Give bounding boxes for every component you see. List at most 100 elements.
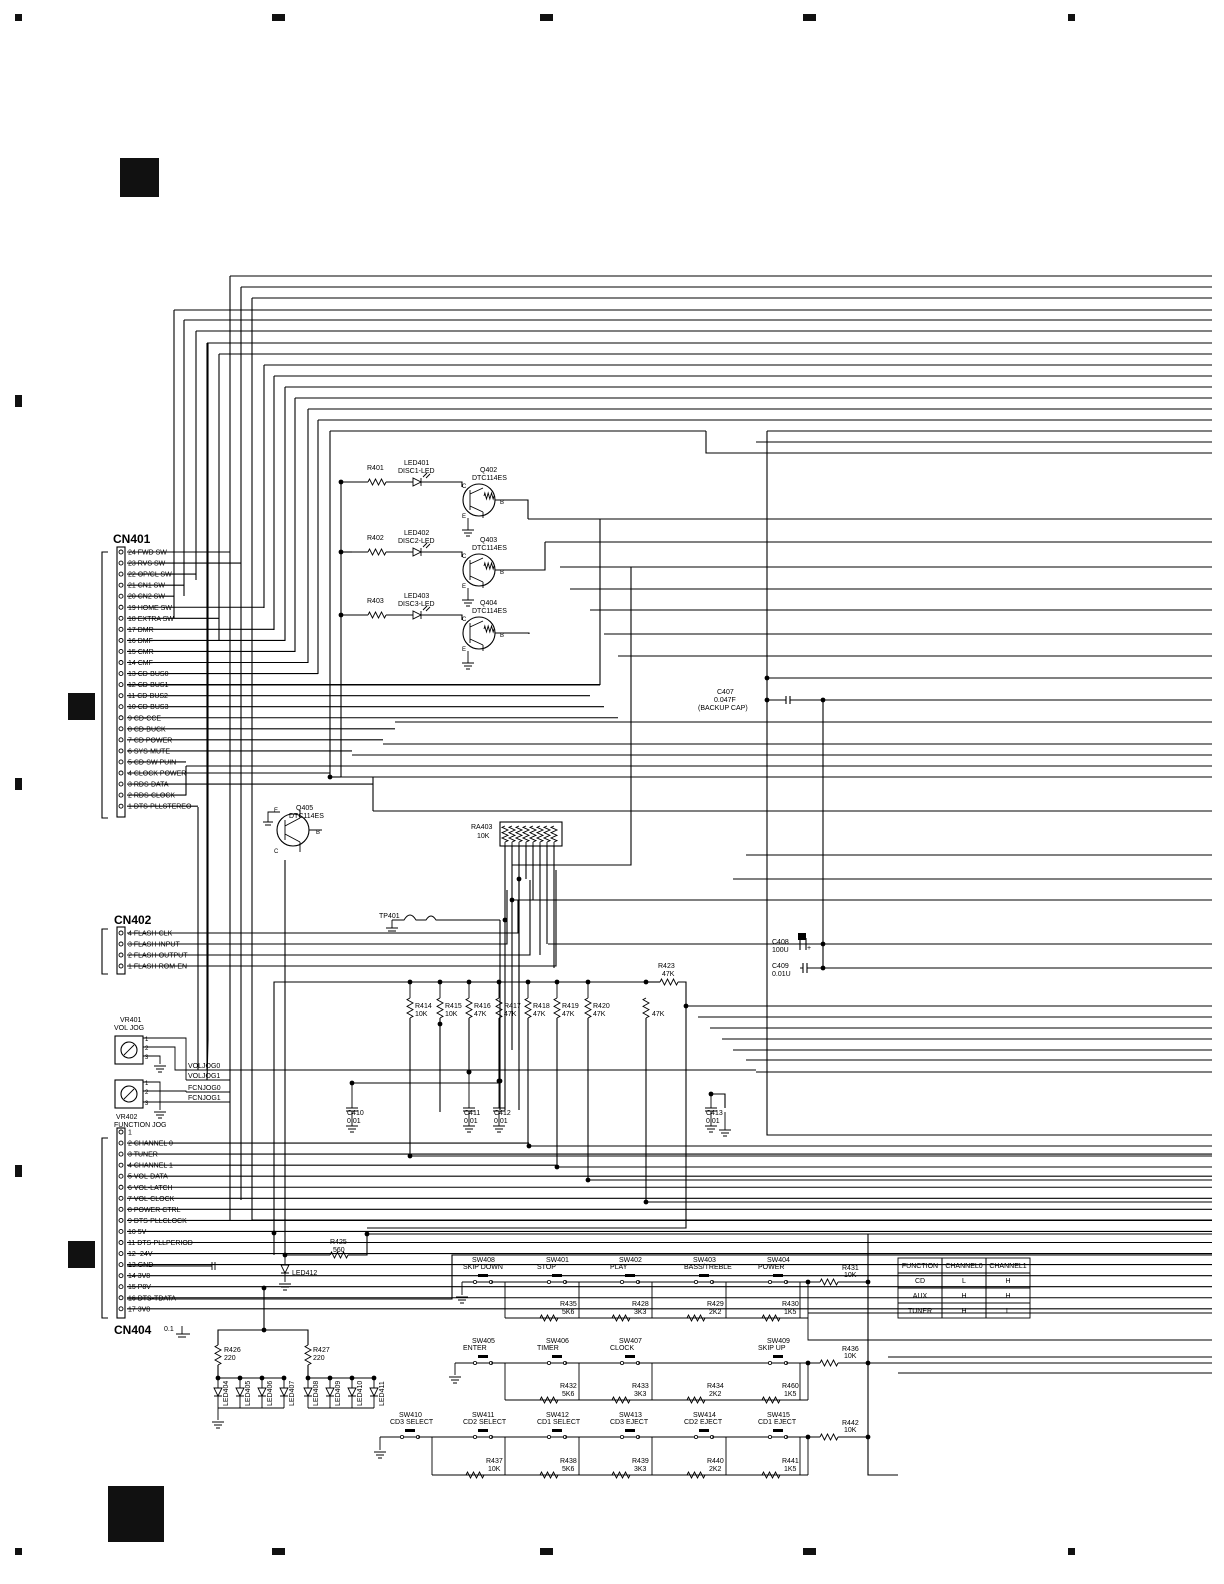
r425-label: R425 — [330, 1239, 347, 1246]
switch-label: CD3 SELECT — [390, 1419, 434, 1426]
bank-resistor-label: R418 — [533, 1003, 550, 1010]
switch-label: SKIP DOWN — [463, 1264, 503, 1271]
cn401-pin-label: 11 CD-BUS2 — [128, 693, 168, 700]
ladder-resistor-label: R432 — [560, 1383, 577, 1390]
side-block-2 — [68, 1241, 95, 1268]
svg-text:C: C — [274, 849, 279, 855]
q405-transistor: Q405 DTC114ES E C B — [263, 805, 324, 855]
svg-text:B: B — [500, 500, 504, 506]
cn401-pin-label: 3 RDS-DATA — [128, 782, 169, 789]
led-label: LED402 — [404, 530, 429, 537]
cn401-pin-label: 15 CMR — [128, 649, 154, 656]
cn401-pin-label: 12 CD-BUS1 — [128, 682, 169, 689]
end-resistor-label: R431 — [842, 1265, 859, 1272]
switch-ref: SW412 — [546, 1412, 569, 1419]
ladder-resistor-value: 2K2 — [709, 1309, 722, 1316]
cn402-pin-label: 2 FLASH-OUTPUT — [128, 953, 188, 960]
c408-label: C408 — [772, 939, 789, 946]
ladder-resistor-value: 5K6 — [562, 1391, 575, 1398]
vr402-desc: FUNCTION JOG — [114, 1122, 167, 1129]
corner-block-top — [120, 158, 159, 197]
side-block-1 — [68, 693, 95, 720]
ladder-resistor-label: R429 — [707, 1301, 724, 1308]
disc-led-drivers: R401LED401DISC1-LEDCEBQ402DTC114ESR402LE… — [330, 460, 546, 778]
svg-text:3: 3 — [145, 1101, 149, 1107]
ladder-resistor-value: 3K3 — [634, 1466, 647, 1473]
ladder-resistor-label: R460 — [782, 1383, 799, 1390]
switch-ref: SW411 — [472, 1412, 495, 1419]
led-group-label: LED408 — [313, 1381, 320, 1406]
r426-value: 220 — [224, 1355, 236, 1362]
cn401-pin-label: 24 FWD SW — [128, 550, 167, 557]
table-header: CHANNEL0 — [945, 1263, 982, 1270]
led-label: LED403 — [404, 593, 429, 600]
svg-text:B: B — [500, 570, 504, 576]
switch-label: POWER — [758, 1264, 784, 1271]
cn402-pin-label: 4 FLASH-CLK — [128, 931, 173, 938]
cn401-pin-label: 6 SYS-MUTE — [128, 748, 170, 755]
switch-ref: SW409 — [767, 1338, 790, 1345]
cn404-pin-label: 3 TUNER — [128, 1152, 158, 1159]
cn402-label: CN402 — [114, 913, 152, 927]
switch-ref: SW403 — [693, 1257, 716, 1264]
registration-marks — [15, 14, 1075, 1555]
cn401-pin-label: 20 CN2 SW — [128, 594, 165, 601]
svg-text:C: C — [462, 484, 467, 490]
table-cell: L — [962, 1278, 966, 1285]
led-group-label: LED405 — [245, 1381, 252, 1406]
switch-ref: SW402 — [619, 1257, 642, 1264]
svg-text:1: 1 — [145, 1081, 149, 1087]
ladder-resistor-value: 1K5 — [784, 1391, 797, 1398]
cn404-note: 0.1 — [164, 1326, 174, 1333]
table-cell: H — [961, 1293, 966, 1300]
ladder-resistor-value: 2K2 — [709, 1391, 722, 1398]
cn401-pin-label: 8 CD-BUCK — [128, 726, 166, 733]
c407-value: 0.047F — [714, 697, 736, 704]
switch-ref: SW407 — [619, 1338, 642, 1345]
table-cell: H — [961, 1308, 966, 1315]
switch-ref: SW410 — [399, 1412, 422, 1419]
cn401-pin-label: 10 CD-BUS3 — [128, 704, 169, 711]
switch-label: PLAY — [610, 1264, 628, 1271]
cn401-pin-label: 14 CMF — [128, 660, 153, 667]
cn401-pin-label: 9 CD-CCE — [128, 715, 161, 722]
ladder-resistor-label: R440 — [707, 1458, 724, 1465]
pullup-resistor-bank: R41410KR41510KR41647KR41747KR41847KR4194… — [406, 979, 646, 1183]
cn401-pin-label: 17 DMR — [128, 627, 154, 634]
signal-bus-lines — [127, 275, 1212, 1476]
ladder-resistor-label: R439 — [632, 1458, 649, 1465]
svg-text:B: B — [500, 633, 504, 639]
ra403-value: 10K — [477, 833, 490, 840]
ladder-resistor-value: 5K6 — [562, 1466, 575, 1473]
end-resistor-value: 10K — [844, 1427, 857, 1434]
vr401-desc: VOL JOG — [114, 1025, 144, 1032]
bank-resistor-label: R416 — [474, 1003, 491, 1010]
bank-resistor-label: R414 — [415, 1003, 432, 1010]
bank-resistor-label: R415 — [445, 1003, 462, 1010]
jog-net-label: FCNJOG1 — [188, 1095, 221, 1102]
switch-label: CD3 EJECT — [610, 1419, 649, 1426]
table-cell: L — [1006, 1308, 1010, 1315]
cn401-pin-label: 1 DTS-PLLSTEREO — [128, 804, 192, 811]
cn401-pin-label: 18 EXTRA SW — [128, 616, 174, 623]
end-resistor-value: 10K — [844, 1353, 857, 1360]
switch-label: CD1 EJECT — [758, 1419, 797, 1426]
c411-label: C411 — [464, 1110, 480, 1117]
switch-label: SKIP UP — [758, 1345, 786, 1352]
vr402-label: VR402 — [116, 1114, 138, 1121]
ladder-resistor-value: 10K — [488, 1466, 501, 1473]
jog-potentiometers: VR401 VOL JOG VR402 FUNCTION JOG VOLJOG0… — [114, 1017, 230, 1129]
c412-value: 0.01 — [494, 1118, 508, 1125]
table-header: FUNCTION — [902, 1263, 938, 1270]
cn401-pin-label: 4 CLOCK POWER — [128, 771, 186, 778]
ladder-resistor-label: R441 — [782, 1458, 799, 1465]
svg-text:3: 3 — [145, 1055, 149, 1061]
tp401-test-point: TP401 — [379, 913, 500, 932]
cn404-pin-label: 9 DTS-PLLCLOCK — [128, 1218, 187, 1225]
